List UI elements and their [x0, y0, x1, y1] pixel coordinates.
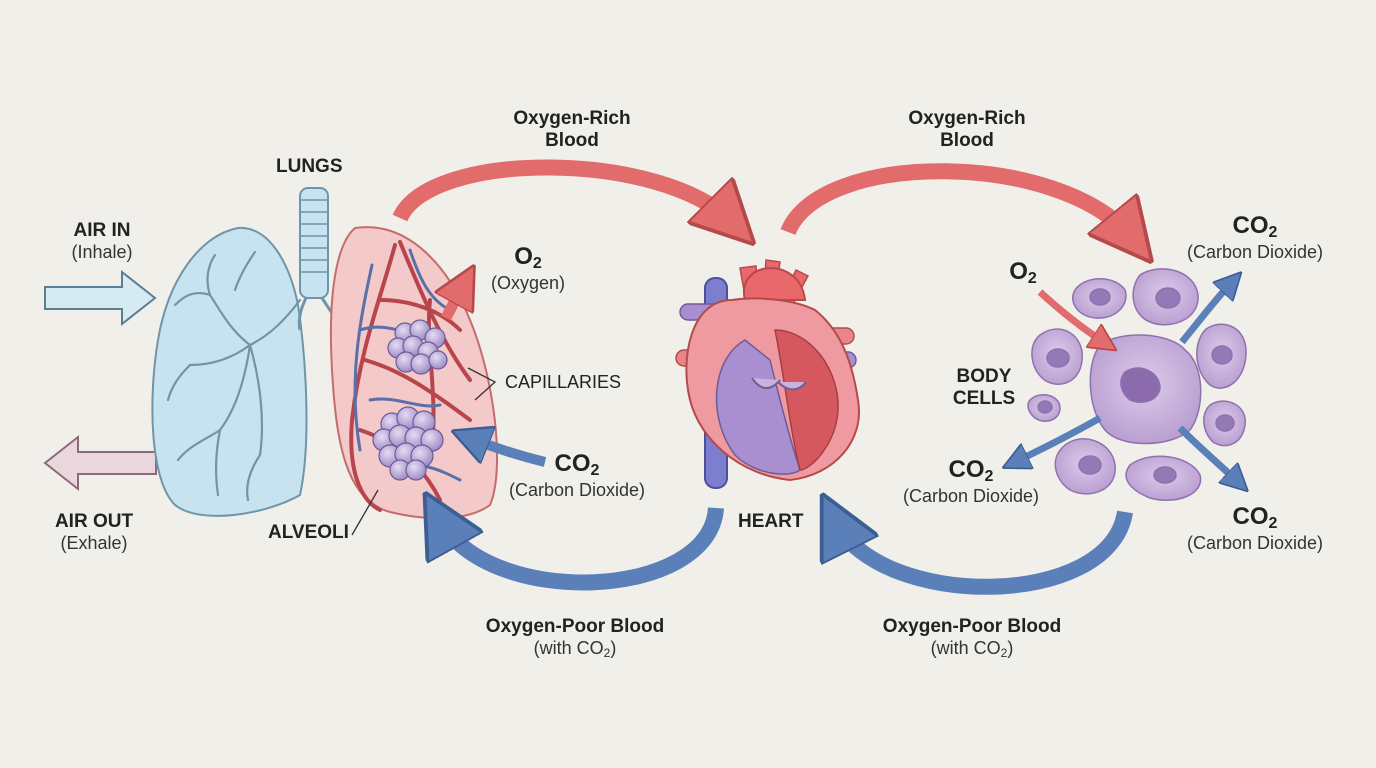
body-cells-label: BODY CELLS [952, 366, 1016, 409]
capillaries-label: CAPILLARIES [505, 372, 622, 392]
body-co2-label-top: CO2 (Carbon Dioxide) [1186, 212, 1324, 263]
lung-o2-formula: O2 [514, 243, 542, 272]
oxygen-poor-label-right: Oxygen-Poor Blood (with CO2) [882, 616, 1062, 660]
lungs-illustration [151, 187, 498, 536]
air-out-arrow [43, 434, 157, 492]
air-out-label: AIR OUT [54, 511, 134, 532]
inhale-label: (Inhale) [71, 241, 133, 262]
lung-co2-formula: CO2 [554, 450, 600, 479]
alveoli-label: ALVEOLI [268, 522, 349, 543]
exhale-label: (Exhale) [60, 532, 128, 553]
lung-co2-label: CO2 (Carbon Dioxide) [497, 450, 657, 501]
body-o2-label: O2 [1009, 258, 1037, 287]
heart-illustration [675, 259, 860, 489]
air-in-label-group: AIR IN (Inhale) [56, 220, 148, 263]
oxygen-poor-label-left: Oxygen-Poor Blood (with CO2) [485, 616, 665, 660]
lungs-label: LUNGS [276, 156, 343, 177]
air-in-label: AIR IN [73, 220, 131, 241]
lung-oxygen-text: (Oxygen) [490, 273, 566, 294]
lung-co2-text: (Carbon Dioxide) [508, 480, 646, 501]
air-out-label-group: AIR OUT (Exhale) [44, 511, 144, 554]
oxygen-rich-label-right: Oxygen-Rich Blood [908, 108, 1026, 151]
body-co2-label-left: CO2 (Carbon Dioxide) [902, 456, 1040, 507]
oxygen-rich-label-left: Oxygen-Rich Blood [513, 108, 631, 151]
body-co2-label-bottom: CO2 (Carbon Dioxide) [1186, 503, 1324, 554]
air-in-arrow [44, 269, 157, 327]
body-cells-illustration [1027, 268, 1247, 501]
heart-label: HEART [738, 511, 804, 532]
lung-oxygen-label: O2 (Oxygen) [478, 243, 578, 294]
